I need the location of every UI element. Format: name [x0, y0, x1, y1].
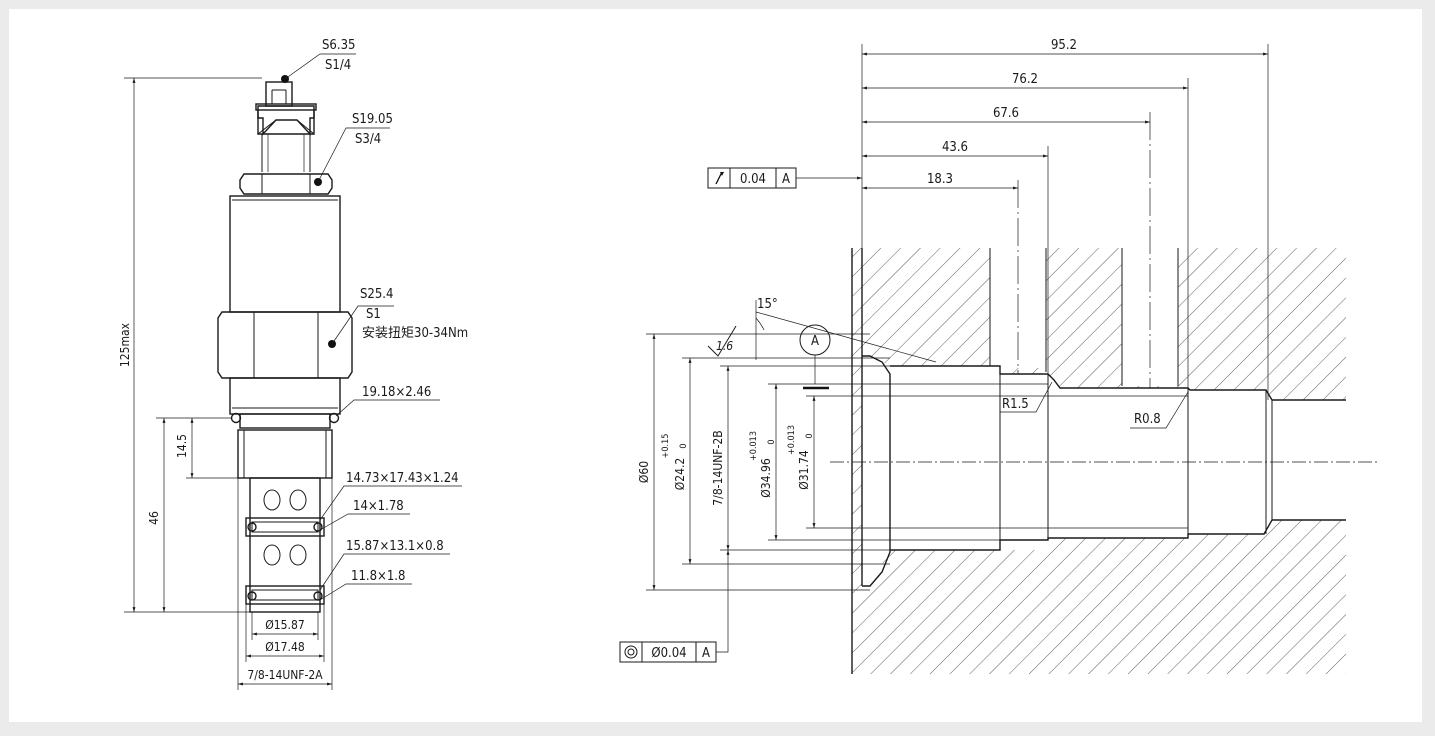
radius-r0-8: R0.8 [1134, 412, 1161, 427]
roughness-value: 1.6 [716, 339, 733, 353]
angle-15: 15° [757, 297, 778, 312]
surface-roughness: 1.6 [707, 325, 737, 357]
cavity-length-dims: 95.2 76.2 67.6 43.6 18.3 [861, 38, 1269, 400]
angle-annotation: 15° [755, 297, 937, 363]
fcf-runout-datum: A [782, 172, 790, 187]
dia-24-2-tol-lower: 0 [679, 443, 689, 448]
dim-thread-2a: 7/8-14UNF-2A [247, 668, 323, 682]
cavity-diameter-dims: Ø60 Ø24.2 +0.15 0 7/8-14UNF-2B Ø34.96 +0… [637, 333, 1188, 591]
adjusting-screw [255, 81, 317, 172]
dia-31-74-tol-upper: +0.013 [787, 425, 797, 455]
lock-nut [239, 173, 333, 195]
dia-60: Ø60 [637, 461, 651, 483]
valve-body [217, 195, 353, 613]
fcf-conc-datum: A [702, 646, 710, 661]
label-hex-body: S25.4 [360, 287, 393, 302]
cavity-lower-material [852, 520, 1346, 674]
fcf-concentricity: Ø0.04 A [619, 550, 730, 663]
label-oring-5: 11.8×1.8 [351, 569, 405, 584]
fcf-conc-value: Ø0.04 [651, 646, 686, 661]
label-ring-4: 15.87×13.1×0.8 [346, 539, 444, 554]
label-torque-note: 安装扭矩30-34Nm [362, 326, 468, 341]
dia-24-2-tol-upper: +0.15 [661, 434, 671, 459]
dia-34-96-tol-lower: 0 [767, 439, 777, 444]
datum-a: A [799, 324, 831, 390]
radius-r1-5: R1.5 [1002, 397, 1029, 412]
label-nut-mid: S19.05 [352, 112, 393, 127]
dim-67-6: 67.6 [993, 106, 1019, 121]
cavity-upper-material [852, 248, 1346, 586]
dim-43-6: 43.6 [942, 140, 968, 155]
dia-34-96: Ø34.96 [759, 458, 773, 498]
label-nut-mid-imperial: S3/4 [355, 132, 381, 147]
dim-46: 46 [147, 511, 161, 525]
thread-2b: 7/8-14UNF-2B [711, 430, 725, 505]
cavity-section: 95.2 76.2 67.6 43.6 18.3 0.04 A [619, 38, 1380, 674]
fcf-runout: 0.04 A [707, 167, 862, 189]
valve-horizontal-dims: Ø15.87 Ø17.48 7/8-14UNF-2A [237, 478, 333, 690]
datum-a-label: A [811, 334, 819, 349]
valve-annotations: S6.35 S1/4 S19.05 S3/4 S25.4 S1 安装扭矩30-3… [284, 38, 468, 601]
dim-dia-15-87: Ø15.87 [265, 618, 304, 632]
dia-34-96-tol-upper: +0.013 [749, 431, 759, 461]
dim-18-3: 18.3 [927, 172, 953, 187]
label-oring-1: 19.18×2.46 [362, 385, 431, 400]
dim-overall-length: 125max [118, 322, 132, 367]
label-hex-top: S6.35 [322, 38, 355, 53]
dim-dia-17-48: Ø17.48 [265, 640, 305, 654]
label-oring-3: 14×1.78 [353, 499, 404, 514]
dim-76-2: 76.2 [1012, 72, 1038, 87]
fcf-runout-value: 0.04 [740, 172, 766, 187]
dim-95-2: 95.2 [1051, 38, 1077, 53]
label-ring-2: 14.73×17.43×1.24 [346, 471, 459, 486]
dim-14-5: 14.5 [175, 434, 189, 458]
dia-31-74: Ø31.74 [797, 450, 811, 490]
dia-24-2: Ø24.2 [673, 458, 687, 491]
valve-vertical-dims: 125max 46 14.5 [118, 77, 262, 613]
cartridge-valve: S6.35 S1/4 S19.05 S3/4 S25.4 S1 安装扭矩30-3… [118, 38, 468, 690]
label-hex-body-imperial: S1 [366, 307, 381, 322]
dia-31-74-tol-lower: 0 [805, 433, 815, 438]
label-hex-top-imperial: S1/4 [325, 58, 351, 73]
